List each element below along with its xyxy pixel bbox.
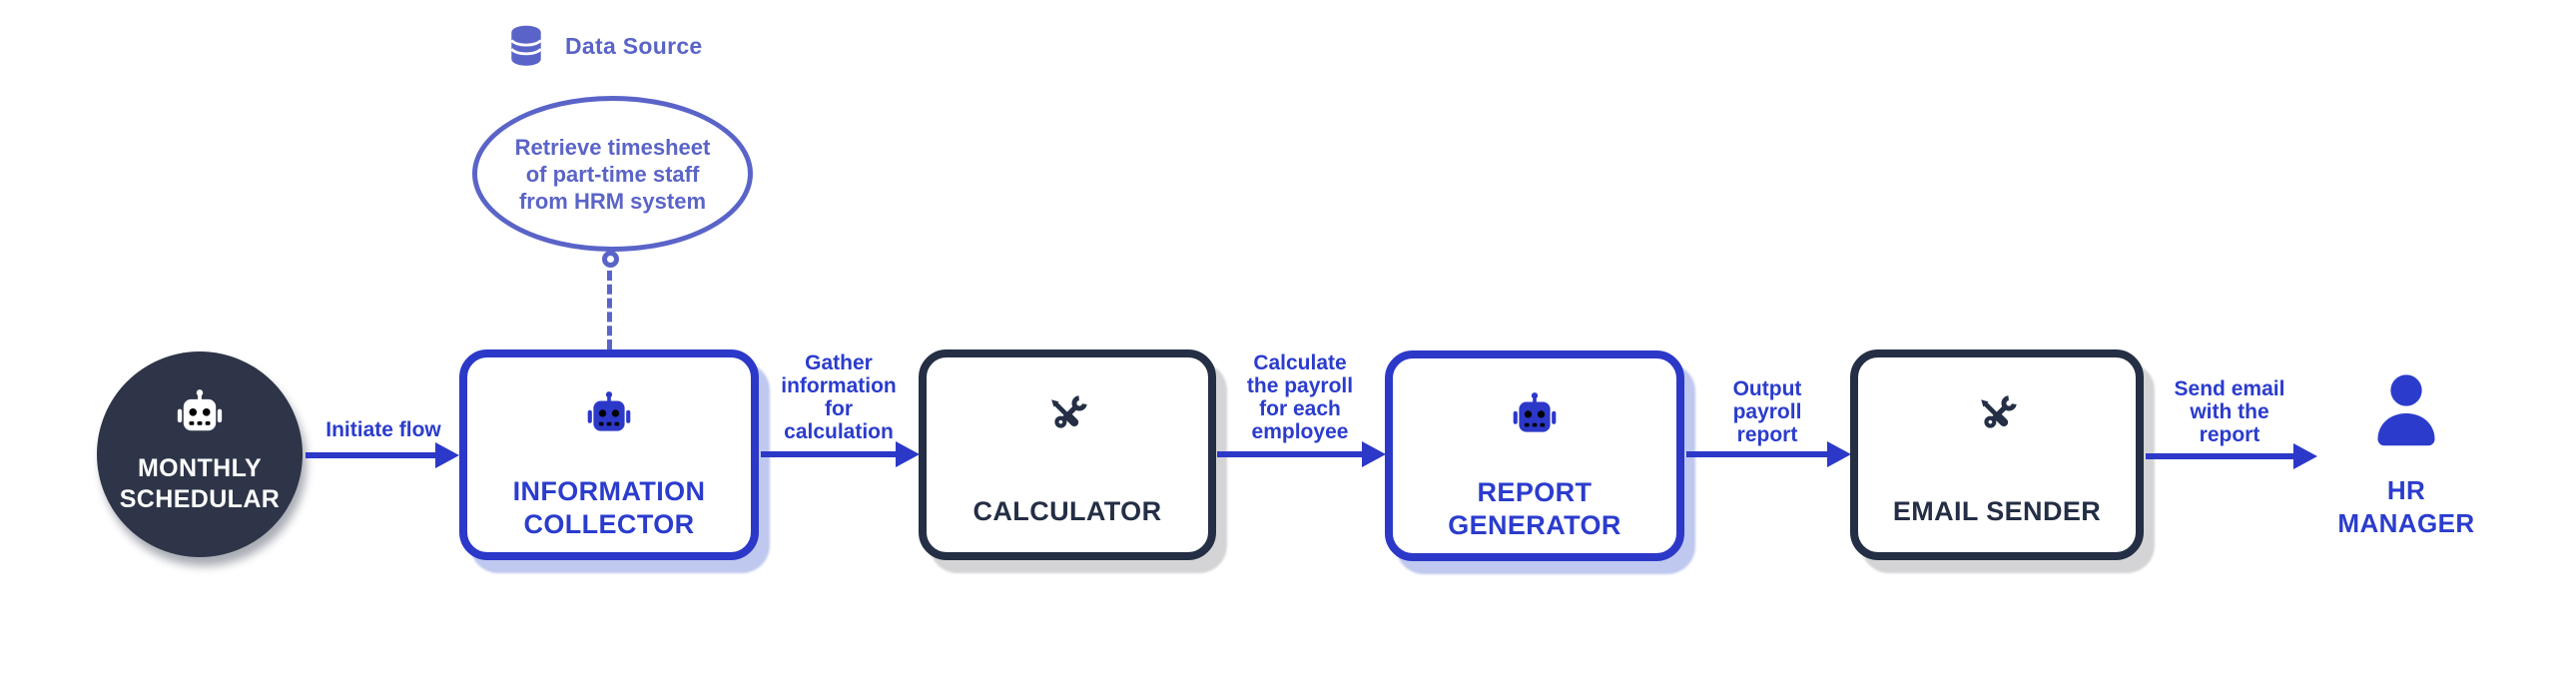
node-title: REPORT GENERATOR (1448, 477, 1621, 540)
arrow-label-initiate-flow: Initiate flow (298, 418, 469, 441)
node-title: EMAIL SENDER (1892, 496, 2102, 526)
arrow-send-email (2146, 443, 2317, 469)
database-icon (509, 24, 543, 68)
node-email-sender: EMAIL SENDER (1850, 349, 2144, 560)
robot-icon (1513, 392, 1557, 432)
arrow-calculate-payroll (1217, 441, 1386, 467)
screwdriver-wrench-icon (1971, 389, 2023, 441)
bubble-line: Retrieve timesheet (514, 134, 711, 160)
arrow-label-line: the payroll (1246, 374, 1354, 397)
data-source-label: Data Source (565, 32, 703, 59)
robot-icon (587, 391, 631, 431)
bubble-line: from HRM system (518, 188, 707, 214)
robot-icon (177, 389, 223, 431)
node-report-generator: REPORT GENERATOR (1385, 350, 1684, 561)
screwdriver-wrench-icon (1041, 389, 1093, 441)
data-source-bubble: Retrieve timesheet of part-time staff fr… (472, 96, 753, 252)
arrow-label-send-email: Send email with the report (2147, 377, 2312, 446)
node-hr-manager: HR MANAGER (2316, 365, 2496, 540)
node-calculator: CALCULATOR (919, 349, 1216, 560)
arrow-label-calculate-payroll: Calculate the payroll for each employee (1220, 351, 1380, 443)
arrow-label-line: calculation (784, 420, 894, 443)
arrow-label-line: payroll (1732, 400, 1802, 423)
bubble-connector-dashed-line (607, 271, 612, 349)
arrow-label-output-report: Output payroll report (1692, 377, 1842, 446)
bubble-connector-dot (602, 251, 619, 268)
arrow-label-line: Output (1732, 377, 1802, 400)
node-title: HR MANAGER (2337, 475, 2475, 538)
data-source-header: Data Source (503, 22, 703, 70)
arrow-initiate-flow (306, 442, 459, 468)
arrow-label-line: report (1736, 423, 1798, 446)
arrow-label-line: Send email (2174, 377, 2285, 400)
person-icon (2377, 374, 2435, 446)
arrow-gather-information (761, 441, 920, 467)
node-title: INFORMATION COLLECTOR (512, 476, 706, 539)
arrow-label-line: with the (2190, 400, 2269, 423)
arrow-label-line: Calculate (1253, 351, 1347, 374)
arrow-label-line: Gather (805, 351, 873, 374)
node-monthly-schedular: MONTHLY SCHEDULAR (97, 351, 303, 557)
arrow-label-line: for (825, 397, 853, 420)
arrow-label-line: Initiate flow (325, 418, 441, 441)
bubble-line: of part-time staff (525, 161, 700, 187)
node-title: CALCULATOR (972, 496, 1162, 526)
node-information-collector: INFORMATION COLLECTOR (459, 349, 759, 560)
arrow-output-report (1686, 441, 1851, 467)
arrow-label-line: employee (1251, 420, 1349, 443)
node-title: MONTHLY SCHEDULAR (119, 454, 281, 513)
arrow-label-gather-information: Gather information for calculation (764, 351, 914, 443)
arrow-label-line: report (2199, 423, 2260, 446)
arrow-label-line: information (781, 374, 897, 397)
arrow-label-line: for each (1259, 397, 1341, 420)
